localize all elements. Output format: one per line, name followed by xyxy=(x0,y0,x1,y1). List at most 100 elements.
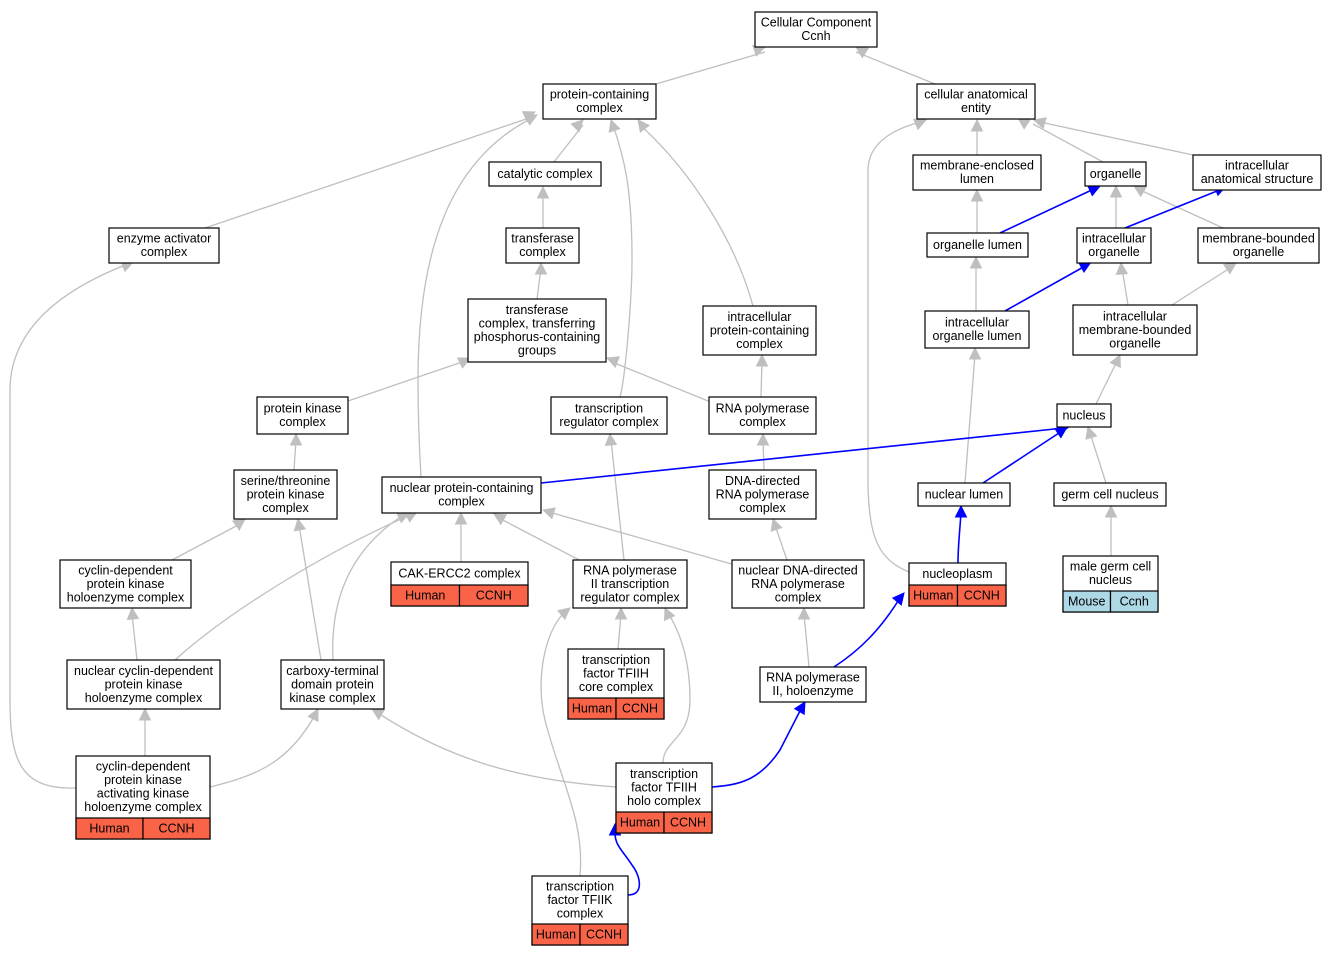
node-label: transcription xyxy=(630,767,698,781)
node-box xyxy=(708,396,817,435)
node-box xyxy=(280,659,385,710)
edge-line xyxy=(774,524,788,561)
node-label: nucleus xyxy=(1089,573,1132,587)
node-label: organelle xyxy=(1109,336,1160,350)
gene-label: CCNH xyxy=(964,589,1000,603)
node-label: holoenzyme complex xyxy=(85,691,203,705)
edge-5 xyxy=(204,111,537,229)
edge-line xyxy=(1032,123,1104,163)
node-label: activating kinase xyxy=(97,787,189,801)
edge-line xyxy=(760,360,763,398)
edge-22 xyxy=(1095,353,1121,405)
arrowhead xyxy=(605,356,620,369)
arrowhead xyxy=(891,592,905,606)
node-label: nuclear protein-containing xyxy=(390,481,534,495)
node-box xyxy=(542,83,657,120)
edge-18 xyxy=(605,356,714,404)
arrowhead xyxy=(770,517,783,532)
node-label: CAK-ERCC2 complex xyxy=(398,566,521,580)
gene-cell xyxy=(142,817,211,840)
node-cat[interactable]: catalytic complex xyxy=(488,161,602,187)
node-box xyxy=(108,227,220,264)
node-nuc[interactable]: nucleus xyxy=(1056,403,1112,428)
node-box xyxy=(1192,154,1322,191)
arrowhead xyxy=(970,188,984,202)
arrowhead xyxy=(969,255,983,269)
node-label: complex xyxy=(262,501,309,515)
edge-19 xyxy=(289,432,303,471)
arrowhead xyxy=(138,707,152,721)
node-label: catalytic complex xyxy=(497,167,593,181)
node-label: RNA polymerase xyxy=(716,487,810,501)
arrowhead xyxy=(1053,426,1068,439)
edge-29 xyxy=(604,432,625,561)
node-label: holoenzyme complex xyxy=(84,800,202,814)
node-label: RNA polymerase xyxy=(751,577,845,591)
node-label: organelle lumen xyxy=(933,238,1022,252)
node-label: carboxy-terminal xyxy=(286,664,378,678)
node-nl[interactable]: nuclear lumen xyxy=(917,482,1011,507)
node-label: protein kinase xyxy=(247,487,325,501)
edge-14 xyxy=(1115,261,1129,306)
arrowhead xyxy=(756,432,770,446)
edge-38 xyxy=(209,707,319,788)
arrowhead xyxy=(797,606,811,620)
node-box xyxy=(924,310,1030,349)
edge-46 xyxy=(999,185,1102,234)
node-org[interactable]: organelle xyxy=(1084,161,1147,187)
node-label: membrane-bounded xyxy=(1079,323,1192,337)
node-label: complex xyxy=(736,337,783,351)
node-label: entity xyxy=(961,101,992,115)
edge-12 xyxy=(970,188,984,233)
node-box xyxy=(1056,403,1112,428)
arrowhead xyxy=(1109,353,1121,369)
edge-line xyxy=(1139,189,1224,229)
node-label: complex xyxy=(279,415,326,429)
edge-line xyxy=(610,439,625,561)
arrowhead xyxy=(968,346,982,360)
species-label: Human xyxy=(572,702,612,716)
edge-36 xyxy=(797,606,811,668)
arrowhead xyxy=(1222,262,1237,275)
edge-4 xyxy=(534,261,548,300)
node-label: transcription xyxy=(575,402,643,416)
node-label: membrane-enclosed xyxy=(920,159,1034,173)
node-box xyxy=(731,559,865,609)
arrowhead xyxy=(954,504,968,518)
node-gcn[interactable]: germ cell nucleus xyxy=(1053,482,1167,507)
edge-23 xyxy=(1085,425,1107,484)
node-orl[interactable]: organelle lumen xyxy=(926,232,1029,258)
